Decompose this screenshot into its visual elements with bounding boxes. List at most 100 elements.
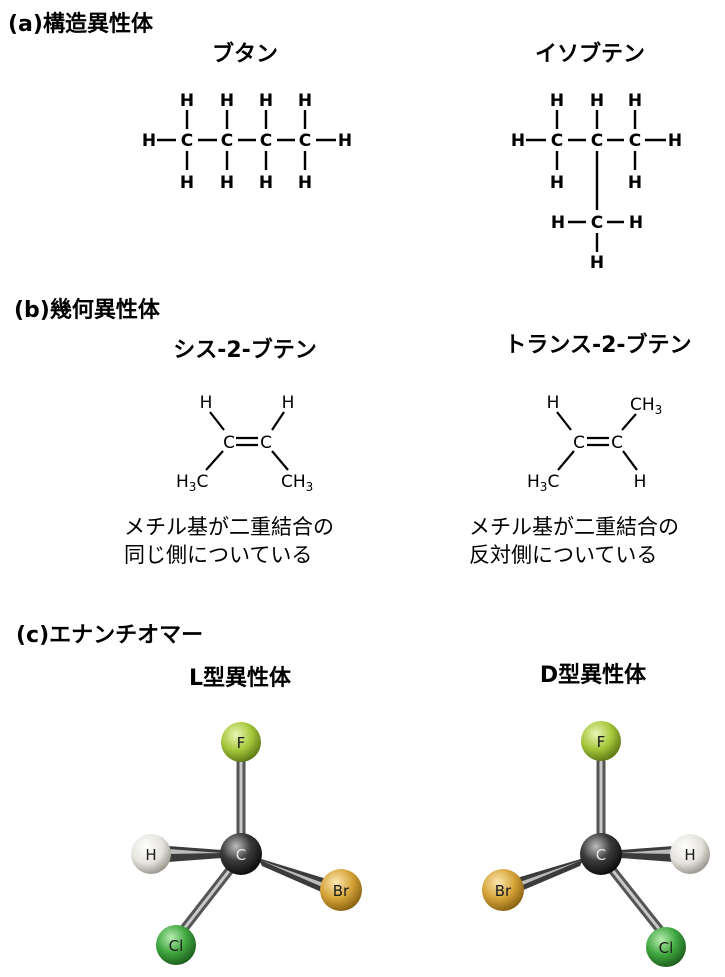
atom-c: C (181, 131, 193, 151)
bond-stick-highlight (181, 860, 238, 932)
methyl-group-bottom: H3C (527, 472, 559, 494)
fluorine-label: F (597, 733, 606, 751)
atom-h: H (180, 91, 194, 111)
isobutene-name: イソブテン (534, 42, 646, 67)
hydrogen-atom-ball (131, 834, 171, 874)
bromine-label: Br (495, 882, 512, 900)
atom-c: C (221, 131, 233, 151)
atom-h: H (629, 213, 643, 233)
carbon-atom-ball (220, 833, 262, 875)
section-a-heading: (a)構造異性体 (8, 12, 153, 37)
wedge-bond-br (258, 858, 330, 894)
methyl-ch: CH (281, 472, 306, 492)
atom-h: H (590, 253, 604, 273)
d-isomer-model: F H C Br Cl (482, 721, 710, 967)
atom-h: H (220, 173, 234, 193)
wedge-bond-h (620, 846, 674, 862)
section-c-heading: (c)エナンチオマー (16, 623, 204, 648)
isobutene-atoms: H C C C H H H H H H H C H H (511, 91, 682, 273)
atom-h: H (511, 131, 525, 151)
cis-2-butene-atoms: H H C C H3C CH3 (176, 393, 313, 494)
atom-h: H (550, 173, 564, 193)
atom-c: C (260, 131, 272, 151)
atom-h: H (220, 91, 234, 111)
carbon-atom-ball (580, 833, 622, 875)
chlorine-label: Cl (659, 939, 674, 957)
cis-description-line2: 同じ側についている (124, 543, 313, 567)
atom-c: C (573, 433, 585, 453)
atom-c: C (629, 131, 641, 151)
bromine-label: Br (333, 882, 350, 900)
atom-h: H (628, 173, 642, 193)
fluorine-atom-ball (581, 721, 621, 761)
atom-h: H (668, 131, 682, 151)
atom-h: H (547, 393, 560, 413)
hydrogen-label: H (145, 846, 156, 864)
atom-c: C (591, 213, 603, 233)
butane-structure (157, 110, 336, 170)
methyl-c: C (547, 472, 559, 492)
isobutene-structure (526, 110, 666, 252)
atom-h: H (338, 131, 352, 151)
chlorine-atom-ball (646, 927, 686, 967)
wedge-bond-br (510, 858, 584, 894)
methyl-h: H (176, 472, 189, 492)
subscript-3: 3 (655, 403, 663, 417)
section-b-heading: (b)幾何異性体 (14, 298, 160, 323)
methyl-group-right: CH3 (281, 472, 313, 494)
hydrogen-label: H (684, 846, 695, 864)
atom-h: H (298, 91, 312, 111)
chlorine-atom-ball (156, 925, 196, 965)
atom-h: H (298, 173, 312, 193)
butane-name: ブタン (211, 42, 279, 67)
atom-h: H (259, 91, 273, 111)
trans-2-butene-atoms: H CH3 C C H3C H (527, 393, 662, 494)
trans-2-butene-name: トランス-2-ブテン (504, 333, 692, 358)
fluorine-atom-ball (221, 722, 261, 762)
atom-h: H (634, 472, 647, 492)
methyl-c: C (196, 472, 208, 492)
d-isomer-name: D型異性体 (539, 663, 647, 688)
atom-h: H (200, 393, 213, 413)
atom-h: H (551, 213, 565, 233)
wedge-bond-br-highlight (260, 860, 327, 889)
bromine-atom-ball (482, 869, 524, 911)
wedge-bond-h (168, 846, 222, 862)
carbon-label: C (596, 846, 606, 864)
atom-h: H (180, 173, 194, 193)
trans-description-line2: 反対側についている (469, 543, 658, 567)
wedge-bond-br-highlight (513, 860, 582, 889)
atom-c: C (223, 433, 235, 453)
atom-c: C (299, 131, 311, 151)
atom-h: H (282, 393, 295, 413)
fluorine-label: F (237, 734, 246, 752)
trans-description: メチル基が二重結合の 反対側についている (469, 513, 679, 569)
atom-c: C (551, 131, 563, 151)
l-isomer-model: F H C Br Cl (131, 722, 362, 965)
methyl-group-top: CH3 (630, 395, 662, 417)
methyl-ch: CH (630, 395, 655, 415)
trans-description-line1: メチル基が二重結合の (469, 515, 679, 539)
atom-c: C (260, 433, 272, 453)
cis-description-line1: メチル基が二重結合の (124, 515, 334, 539)
subscript-3: 3 (189, 480, 197, 494)
cis-2-butene-name: シス-2-ブテン (173, 338, 317, 363)
cis-description: メチル基が二重結合の 同じ側についている (124, 513, 334, 569)
hydrogen-atom-ball (670, 834, 710, 874)
atom-h: H (550, 91, 564, 111)
chlorine-label: Cl (169, 937, 184, 955)
subscript-3: 3 (306, 480, 314, 494)
atom-h: H (590, 91, 604, 111)
wedge-bond-h-highlight (620, 849, 674, 854)
subscript-3: 3 (540, 480, 548, 494)
methyl-h: H (527, 472, 540, 492)
carbon-label: C (236, 846, 246, 864)
bond-stick-highlight (604, 860, 662, 932)
atom-h: H (259, 173, 273, 193)
butane-atoms: H C C C C H H H H H H H H H (142, 91, 352, 193)
cis-2-butene-structure (205, 411, 289, 471)
atom-c: C (591, 131, 603, 151)
atom-c: C (611, 433, 623, 453)
